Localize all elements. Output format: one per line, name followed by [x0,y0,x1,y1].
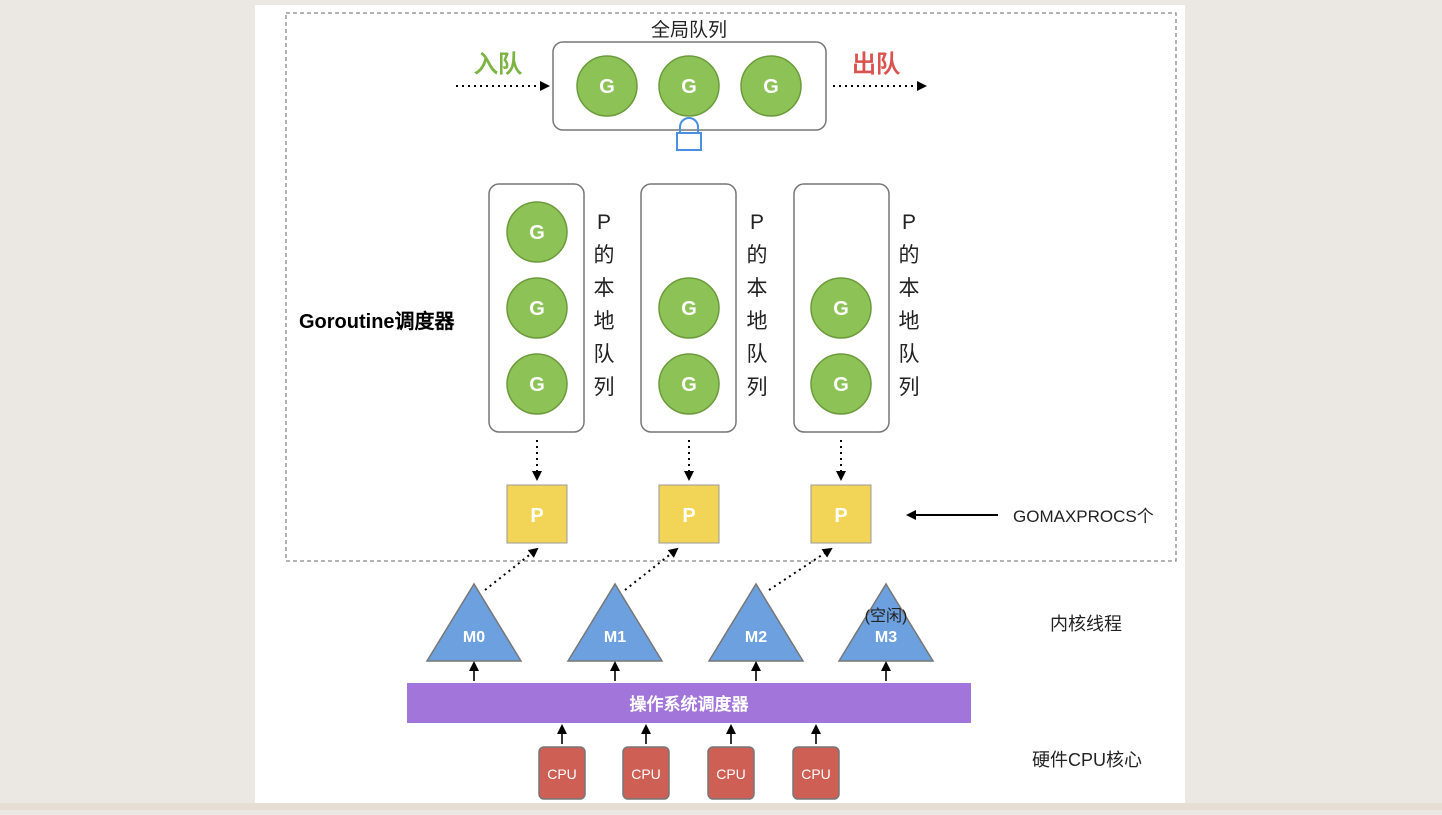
goroutine: G [506,353,568,415]
cpu-box [622,746,670,800]
goroutine-label: G [529,222,545,244]
goroutine-circle [506,353,568,415]
thread-m1: M1 [566,582,664,681]
processor-label: P [682,505,695,527]
goroutine-label: G [763,76,779,98]
scheduler-boundary [285,12,1177,562]
thread-label: M1 [604,629,626,646]
goroutine-circle [506,277,568,339]
processor-box [658,484,720,544]
goroutine-label: G [681,374,697,396]
goroutine-circle [576,55,638,117]
scheduler-title: Goroutine调度器 [299,309,456,333]
thread-label: M3 [875,629,897,646]
goroutine: G [658,277,720,339]
goroutine-circle [740,55,802,117]
goroutine: G [506,201,568,263]
dequeue-label: 出队 [852,51,901,78]
processor-box [810,484,872,544]
cpu-2: CPU [707,724,755,800]
goroutine-circle [810,277,872,339]
goroutine-label: G [529,298,545,320]
thread-label: M0 [463,629,485,646]
cpu-0: CPU [538,724,586,800]
goroutine-label: G [833,374,849,396]
goroutine-label: G [599,76,615,98]
processor-label: P [834,505,847,527]
threads-group: M0 M1 M2 M3 (空闲) [425,547,935,681]
thread-m3: M3 (空闲) [837,582,935,681]
thread-label: M2 [745,629,767,646]
global-queue-title: 全局队列 [651,19,727,41]
goroutine-circle [658,353,720,415]
goroutine: G [810,277,872,339]
os-scheduler-label: 操作系统调度器 [630,694,750,714]
cpu-label: CPU [716,766,746,782]
cpu-label: CPU [631,766,661,782]
thread-to-p-arrow [624,547,679,591]
gomaxprocs-label: GOMAXPROCS个 [1013,507,1154,526]
os-scheduler-bar [407,683,971,723]
cpu-label: CPU [801,766,831,782]
cpus-group: CPU CPU CPU CPU [538,724,840,800]
goroutine-label: G [529,374,545,396]
thread-note: (空闲) [865,607,908,625]
cpu-label: CPU [547,766,577,782]
cpu-box [707,746,755,800]
thread-to-p-arrow [484,547,539,591]
processor-label: P [530,505,543,527]
thread-to-p-arrow [768,547,833,591]
goroutine-circle [658,277,720,339]
cpu-1: CPU [622,724,670,800]
kernel-thread-label: 内核线程 [1050,614,1122,634]
enqueue-label: 入队 [474,51,523,78]
goroutine: G [740,55,802,117]
goroutine: G [576,55,638,117]
hardware-cpu-label: 硬件CPU核心 [1032,750,1142,770]
goroutine: G [810,353,872,415]
processor-box [506,484,568,544]
goroutine-label: G [681,298,697,320]
bottom-strip [0,803,1442,810]
goroutine-circle [810,353,872,415]
cpu-3: CPU [792,724,840,800]
goroutine: G [658,353,720,415]
goroutine-label: G [833,298,849,320]
thread-m2: M2 [707,582,805,681]
lock-icon [676,117,702,151]
goroutine: G [658,55,720,117]
cpu-box [538,746,586,800]
goroutine-circle [658,55,720,117]
cpu-box [792,746,840,800]
goroutine-circle [506,201,568,263]
thread-m0: M0 [425,582,523,681]
goroutine-label: G [681,76,697,98]
goroutine: G [506,277,568,339]
